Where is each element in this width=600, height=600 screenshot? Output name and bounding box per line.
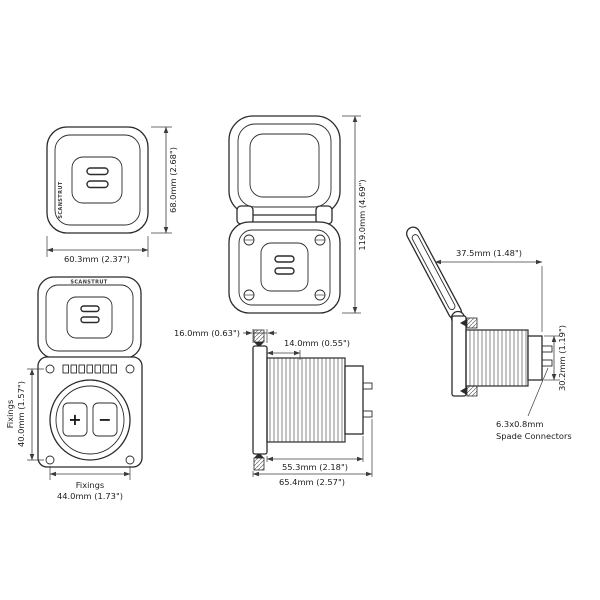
flange-profile [252,345,268,455]
open-lid-recess [249,133,320,198]
screw-icon [253,457,265,471]
end-cap [344,365,364,435]
dim-label-front-height: 68.0mm (2.68") [168,147,178,213]
spade-connector-callout: 6.3x0.8mm Spade Connectors [496,367,572,441]
open-lid-outer [228,115,341,216]
dim-panel-depth: 14.0mm (0.55") [266,338,350,360]
dim-label-body-height: 30.2mm (1.19") [557,325,567,391]
socket-slot [274,267,295,275]
terminal-plus-label: + [68,410,81,429]
closed-lid-inner [54,134,141,226]
dim-open-height: 119.0mm (4.69") [342,115,367,314]
threaded-barrel [465,329,529,387]
screw-tip [254,452,264,458]
socket-slot [274,255,295,263]
view-front-closed: SCANSTRUT 60.3mm (2.37") 68.0mm (2.68") [46,126,178,264]
view-front-closed-small: SCANSTRUT [37,276,142,359]
dim-label-front-width: 60.3mm (2.37") [64,254,130,264]
terminal-minus-label: − [98,410,111,429]
screw-icon [253,329,265,343]
dim-label-fixings-vertical: 40.0mm (1.57") [16,381,26,447]
brand-label: SCANSTRUT [70,280,107,286]
hinge-knuckle [315,205,333,225]
closed-lid-pad [66,296,113,339]
closed-lid-inner [45,284,134,352]
screw-icon [466,317,478,329]
dim-lid-depth: 37.5mm (1.48") [434,248,543,332]
dim-body-length: 55.3mm (2.18") [266,436,364,472]
spade-connector [362,410,373,418]
corner-screws [243,234,326,301]
open-lid-seal [237,123,332,208]
open-lid-side [406,226,463,320]
view-side-profile: 16.0mm (0.63") 14.0mm (0.55") 55.3mm (2.… [174,328,373,487]
view-rear: + − Fixings 40.0mm (1.57") Fixings 44.0m… [5,356,143,501]
dim-label-flange-depth: 16.0mm (0.63") [174,328,240,338]
screw-tip [460,319,467,327]
flange-side [451,315,467,397]
dim-label-lid-depth: 37.5mm (1.48") [456,248,522,258]
closed-lid-outer [46,126,149,234]
dim-label-fixings-horizontal: 44.0mm (1.73") [57,491,123,501]
dim-fixings-vertical: Fixings 40.0mm (1.57") [5,368,44,461]
closed-lid-pad [71,156,123,204]
dim-body-height: 30.2mm (1.19") [544,325,567,391]
fixings-label-horizontal: Fixings [76,480,105,490]
end-cap [527,335,543,381]
screw-tip [460,387,467,395]
dim-front-width: 60.3mm (2.37") [46,236,149,264]
dim-label-open-height: 119.0mm (4.69") [357,179,367,250]
brand-label: SCANSTRUT [58,181,64,218]
fixing-hole [125,455,135,465]
spade-connector [362,382,373,390]
dim-total-length: 65.4mm (2.57") [252,419,373,487]
terminal-negative [92,402,118,437]
dim-flange-depth: 16.0mm (0.63") [174,328,277,343]
lid-slot [80,316,100,324]
rear-body-inner-circle [55,385,125,455]
spade-connector [541,345,553,353]
view-front-open: 119.0mm (4.69") [228,115,367,314]
base-inner [238,229,331,306]
hinge-knuckle [236,205,254,225]
vent-slots [62,364,117,374]
fixings-label-vertical: Fixings [5,400,15,429]
screw-tip [254,342,264,348]
dim-fixings-horizontal: Fixings 44.0mm (1.73") [49,466,131,501]
dim-front-height: 68.0mm (2.68") [151,126,178,234]
fixing-hole [45,364,55,374]
callout-line1: 6.3x0.8mm [496,419,543,429]
view-side-open: 37.5mm (1.48") 30.2mm (1.19") 6.3x0.8mm … [406,226,572,441]
dim-label-body-length: 55.3mm (2.18") [282,462,348,472]
lid-slot [86,167,109,176]
lid-slot [80,305,100,313]
fixing-hole [125,364,135,374]
spade-connector [541,359,553,367]
threaded-barrel [266,357,346,443]
screw-icon [466,385,478,397]
terminal-positive [62,402,88,437]
dim-label-panel-depth: 14.0mm (0.55") [284,338,350,348]
callout-line2: Spade Connectors [496,431,572,441]
rear-body-circle [49,379,131,461]
socket-pad [260,242,309,292]
fixing-hole [45,455,55,465]
dim-label-total-length: 65.4mm (2.57") [279,477,345,487]
lid-slot [86,180,109,189]
